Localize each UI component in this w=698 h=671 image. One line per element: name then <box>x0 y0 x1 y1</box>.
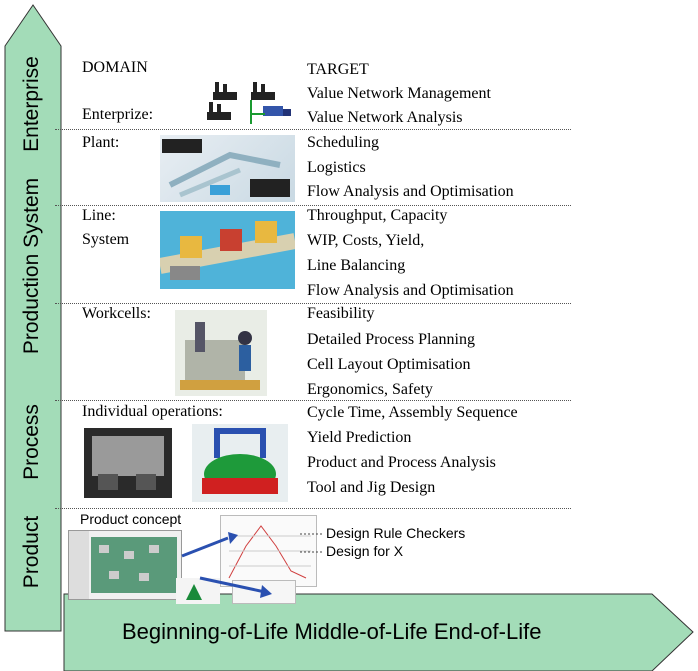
target-ergonomics: Ergonomics, Safety <box>307 381 433 398</box>
target-wip: WIP, Costs, Yield, <box>307 232 425 249</box>
target-line-balancing: Line Balancing <box>307 257 406 274</box>
product-concept-screenshot <box>68 530 182 600</box>
row-divider <box>55 205 571 206</box>
row-divider <box>55 508 571 509</box>
target-cycle-time: Cycle Time, Assembly Sequence <box>307 404 518 421</box>
product-concept-title: Product concept <box>80 511 182 527</box>
row-divider <box>55 129 571 130</box>
domain-line: Line: <box>82 207 116 224</box>
domain-plant: Plant: <box>82 134 120 151</box>
row-divider <box>55 303 571 304</box>
target-design-for-x: Design for X <box>326 543 404 559</box>
target-value-network-analysis: Value Network Analysis <box>307 109 463 126</box>
operations-image-machine <box>84 428 172 498</box>
target-flow-analysis-plant: Flow Analysis and Optimisation <box>307 183 514 200</box>
target-throughput: Throughput, Capacity <box>307 207 448 224</box>
domain-system: System <box>82 231 130 248</box>
factory-network-icon <box>205 78 305 130</box>
plant-layout-image <box>160 135 295 202</box>
target-cell-layout: Cell Layout Optimisation <box>307 356 471 373</box>
domain-individual-operations: Individual operations: <box>82 403 223 420</box>
target-flow-analysis-line: Flow Analysis and Optimisation <box>307 282 514 299</box>
target-scheduling: Scheduling <box>307 134 379 151</box>
operations-image-assembly <box>192 424 288 502</box>
row-divider <box>55 400 571 401</box>
lifecycle-label: Beginning-of-Life Middle-of-Life End-of-… <box>122 619 542 644</box>
domain-enterprize: Enterprize: <box>82 106 154 123</box>
design-mini-image <box>176 578 220 604</box>
target-product-process-analysis: Product and Process Analysis <box>307 454 496 471</box>
target-yield-prediction: Yield Prediction <box>307 429 412 446</box>
domain-workcells: Workcells: <box>82 305 151 322</box>
target-detailed-process-planning: Detailed Process Planning <box>307 331 475 348</box>
vertical-arrow <box>4 4 62 632</box>
target-feasibility: Feasibility <box>307 305 375 322</box>
production-line-image <box>158 211 297 289</box>
workcell-image <box>175 310 267 396</box>
target-header: TARGET <box>307 61 369 78</box>
domain-header: DOMAIN <box>82 59 148 76</box>
target-logistics: Logistics <box>307 159 366 176</box>
target-value-network-management: Value Network Management <box>307 85 491 102</box>
target-tool-jig-design: Tool and Jig Design <box>307 479 436 496</box>
horizontal-arrow <box>63 593 694 671</box>
target-design-rule-checkers: Design Rule Checkers <box>326 525 466 541</box>
